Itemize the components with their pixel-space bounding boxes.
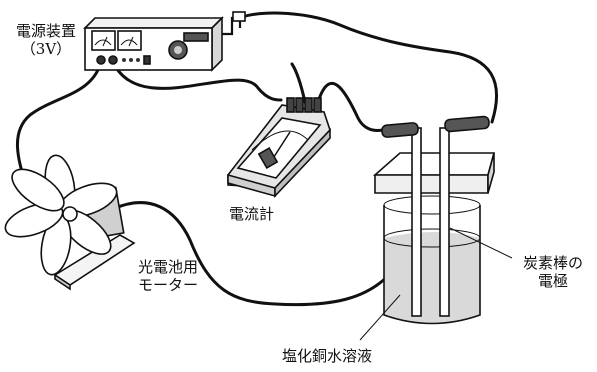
electrode-label: 炭素棒の 電極 <box>512 254 594 290</box>
carbon-rod-left <box>411 127 422 317</box>
motor-label-line2: モーター <box>138 276 199 294</box>
wire-supply-to-motor <box>16 60 103 187</box>
power-supply-label-line1: 電源装置 <box>15 22 76 40</box>
ammeter-device <box>227 97 331 199</box>
solution-label: 塩化銅水溶液 <box>282 347 373 365</box>
power-supply <box>83 11 246 72</box>
electrode-label-line1: 炭素棒の <box>522 254 583 272</box>
beaker <box>383 205 481 325</box>
electrolysis-apparatus <box>372 115 496 325</box>
wire-ammeter-lead <box>290 62 307 104</box>
display-bar <box>183 32 209 42</box>
clip-right <box>444 115 490 133</box>
power-supply-label-line2: （3V） <box>20 40 72 58</box>
clip-left <box>381 122 419 138</box>
wire-supply-to-electrode <box>234 11 498 124</box>
wire-supply-to-ammeter <box>111 60 283 102</box>
copper-chloride-solution <box>384 232 480 324</box>
fan-hub <box>62 206 78 222</box>
terminal-negative <box>96 55 106 65</box>
leader-solution <box>359 294 401 341</box>
leader-lines <box>359 227 513 341</box>
wire-ammeter-to-electrode <box>316 82 385 132</box>
fan-blades <box>4 154 118 276</box>
motor-label: 光電池用 モーター <box>138 258 198 294</box>
power-supply-label: 電源装置 （3V） <box>6 22 86 58</box>
leader-electrode <box>449 227 513 259</box>
beaker-lid <box>372 152 496 176</box>
terminal-positive <box>108 55 118 65</box>
solar-motor <box>4 154 136 291</box>
motor-label-line1: 光電池用 <box>138 258 199 276</box>
ammeter-label: 電流計 <box>229 205 275 223</box>
electrode-label-line2: 電極 <box>537 272 568 290</box>
ammeter-terminals <box>286 97 322 113</box>
carbon-rod-right <box>439 127 450 317</box>
